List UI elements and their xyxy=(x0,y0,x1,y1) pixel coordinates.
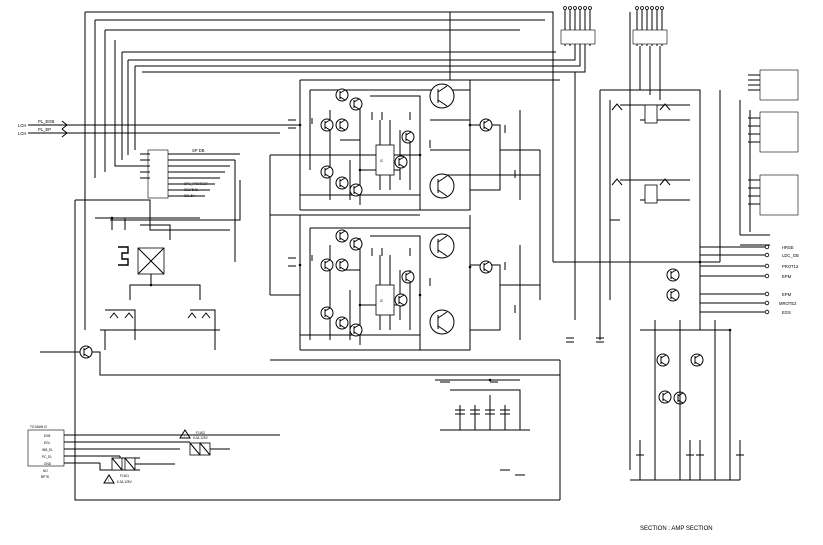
lower-amp-channel: IC xyxy=(270,150,720,361)
output-net-label: EPM xyxy=(782,292,792,297)
main-ic-footer-2: BP78 xyxy=(41,475,49,479)
top-bus-lines xyxy=(84,11,575,330)
output-terminal-6: MROTE2 xyxy=(764,300,797,306)
warning-icon: ! xyxy=(184,434,185,438)
output-net-label: EPM xyxy=(782,274,792,279)
output-net-label: PROT12 xyxy=(782,264,799,269)
main-ic-connector: TO MAIN IC EXB EGL INB_EL PC_EL GND NO B… xyxy=(27,425,280,479)
output-terminal-4: EPM xyxy=(764,273,792,279)
output-terminal-3: PROT12 xyxy=(764,263,799,269)
section-title: SECTION : AMP SECTION xyxy=(640,526,713,532)
top-connector-left xyxy=(556,6,596,73)
warning-fuse-bottom: ! F1401 6.3A 125V xyxy=(103,474,133,484)
input-net-label: PL_EP xyxy=(38,127,51,132)
input-terminal-label: LCH xyxy=(18,123,26,128)
fuse-rating-label: 6.3A 125V xyxy=(193,436,209,440)
main-ic-pin-1: EXB xyxy=(44,434,50,438)
warning-fuse-top: ! F1402 6.3A 125V xyxy=(179,429,209,440)
output-terminal-2: LDC_GB xyxy=(764,252,799,258)
main-ic-pin-3: INB_EL xyxy=(42,448,53,452)
right-output-lines xyxy=(700,246,765,313)
output-net-label: MROTE2 xyxy=(779,301,797,306)
output-net-label: LDC_GB xyxy=(782,253,799,258)
main-ic-title: TO MAIN IC xyxy=(30,425,48,429)
output-net-label: HRSE xyxy=(782,245,794,250)
output-terminal-5: EPM xyxy=(764,291,792,297)
fuse-rating-label: 6.3A 125V xyxy=(117,480,133,484)
output-net-label: EGS xyxy=(782,310,791,315)
fuse-group xyxy=(111,442,230,471)
main-ic-pin-5: GND xyxy=(44,462,52,466)
fuse-part-label: F1402 xyxy=(196,431,205,435)
warning-icon: ! xyxy=(108,479,109,483)
input-terminal-1: LCH PL_EGB xyxy=(18,119,55,128)
upper-amp-channel: IC xyxy=(110,79,560,295)
svg-text:IC: IC xyxy=(380,159,384,163)
sp-db-connector: SP DB SPG_PROTECT SELT5VB SEL 5V xyxy=(140,148,240,199)
input-terminal-2: LCH PL_EP xyxy=(18,127,51,136)
svg-text:IC: IC xyxy=(380,299,384,303)
sp-db-pin-3: SEL 5V xyxy=(184,194,196,198)
sp-db-pin-2: SELT5VB xyxy=(184,188,198,192)
input-terminal-label: LCH xyxy=(18,131,26,136)
input-net-label: PL_EGB xyxy=(38,119,55,124)
sp-db-title: SP DB xyxy=(192,148,205,153)
output-terminal-7: EGS xyxy=(764,309,791,315)
main-ic-pin-2: EGL xyxy=(44,441,51,445)
left-input-lines xyxy=(28,120,300,138)
lower-middle-network xyxy=(435,360,561,500)
main-ic-pin-4: PC_EL xyxy=(42,455,52,459)
output-terminal-1: HRSE xyxy=(764,244,794,250)
sp-db-pin-1: SPG_PROTECT xyxy=(184,182,208,186)
main-ic-footer-1: NO xyxy=(43,469,48,473)
fuse-part-label: F1401 xyxy=(120,474,129,478)
left-power-supply xyxy=(40,199,560,501)
top-connector-right xyxy=(629,6,668,470)
right-protection-network xyxy=(566,69,799,481)
